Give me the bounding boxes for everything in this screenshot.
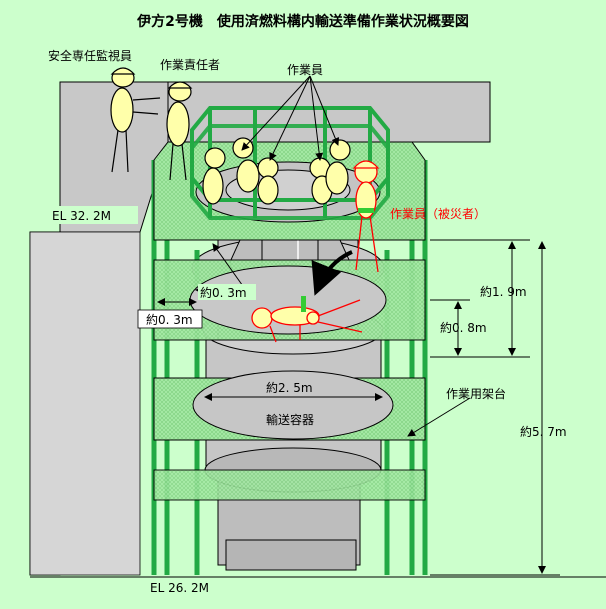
fall-arrow xyxy=(311,250,353,296)
label-gap-upper-bg xyxy=(198,284,256,300)
label-injured-worker: 作業員（被災者） xyxy=(390,207,486,221)
workers-group xyxy=(202,137,351,205)
label-scaffold: 作業用架台 xyxy=(446,386,506,401)
label-dim-1-9: 約1. 9m xyxy=(480,284,527,299)
label-el-upper-bg xyxy=(46,206,138,224)
label-container-name: 輸送容器 xyxy=(266,412,314,427)
injured-worker-standing xyxy=(352,160,380,273)
label-dim-5-7: 約5. 7m xyxy=(520,424,567,439)
injured-worker-fallen xyxy=(251,296,363,343)
label-gap-upper: 約0. 3m xyxy=(200,285,247,300)
label-dim-0-8: 約0. 8m xyxy=(440,320,487,335)
leader-lines xyxy=(212,75,471,437)
label-gap-left-bg xyxy=(137,309,203,329)
label-gap-left: 約0. 3m xyxy=(146,312,193,327)
label-el-upper: EL 32. 2M xyxy=(52,209,111,223)
label-work-leader: 作業責任者 xyxy=(160,58,220,72)
work-leader-figure xyxy=(166,81,193,181)
label-workers: 作業員 xyxy=(287,63,323,77)
label-safety-supervisor: 安全専任監視員 xyxy=(48,48,132,63)
label-container-diameter: 約2. 5m xyxy=(266,380,313,395)
diagram-title: 伊方2号機 使用済燃料構内輸送準備作業状況概要図 xyxy=(136,13,469,30)
label-el-lower: EL 26. 2M xyxy=(150,581,209,595)
safety-supervisor-figure xyxy=(110,67,161,173)
